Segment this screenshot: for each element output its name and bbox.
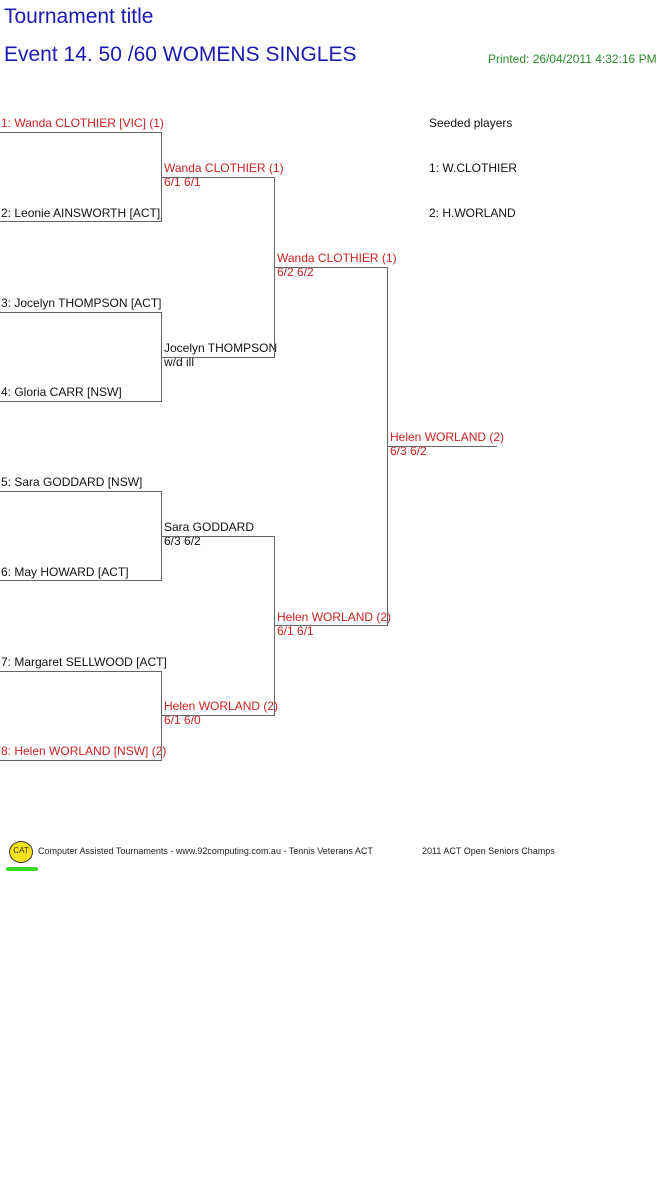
r3-line-2 bbox=[274, 625, 387, 626]
r1-line-8 bbox=[0, 760, 161, 761]
r3-score-2: 6/1 6/1 bbox=[277, 624, 314, 638]
r1-entry-4: 4: Gloria CARR [NSW] bbox=[1, 385, 122, 399]
printed-timestamp: Printed: 26/04/2011 4:32:16 PM bbox=[488, 52, 657, 66]
champion-name: Helen WORLAND (2) bbox=[390, 430, 505, 444]
final-line bbox=[387, 446, 497, 447]
r1-entry-1: 1: Wanda CLOTHIER [VIC] (1) bbox=[1, 116, 164, 130]
champion-score: 6/3 6/2 bbox=[390, 444, 427, 458]
footer-event-name: 2011 ACT Open Seniors Champs bbox=[422, 846, 555, 856]
seed-item-2: 2: H.WORLAND bbox=[429, 206, 516, 220]
r3-line-1 bbox=[274, 267, 387, 268]
r2-line-1 bbox=[161, 177, 274, 178]
r1-line-7 bbox=[0, 671, 161, 672]
r1-line-1 bbox=[0, 132, 161, 133]
r1-entry-6: 6: May HOWARD [ACT] bbox=[1, 565, 129, 579]
r3-winner-1: Wanda CLOTHIER (1) bbox=[277, 251, 397, 265]
r1-line-5 bbox=[0, 491, 161, 492]
r2-score-4: 6/1 6/0 bbox=[164, 713, 201, 727]
r2-connector-b bbox=[274, 536, 275, 716]
r1-entry-7: 7: Margaret SELLWOOD [ACT] bbox=[1, 655, 167, 669]
r3-score-1: 6/2 6/2 bbox=[277, 265, 314, 279]
footer-credit: Computer Assisted Tournaments - www.92co… bbox=[38, 846, 373, 856]
event-title: Event 14. 50 /60 WOMENS SINGLES bbox=[4, 43, 357, 66]
r1-line-3 bbox=[0, 312, 161, 313]
logo-underline bbox=[6, 867, 38, 871]
r3-winner-2: Helen WORLAND (2) bbox=[277, 610, 392, 624]
cat-logo-icon: CAT bbox=[9, 841, 33, 863]
r2-score-2: w/d ill bbox=[164, 355, 195, 369]
cat-logo-text: CAT bbox=[13, 846, 29, 855]
r2-score-3: 6/3 6/2 bbox=[164, 534, 201, 548]
r1-line-2 bbox=[0, 221, 161, 222]
r2-line-4 bbox=[161, 715, 274, 716]
seed-item-1: 1: W.CLOTHIER bbox=[429, 161, 518, 175]
r1-entry-2: 2: Leonie AINSWORTH [ACT] bbox=[1, 206, 161, 220]
r1-entry-8: 8: Helen WORLAND [NSW] (2) bbox=[1, 744, 167, 758]
r1-entry-3: 3: Jocelyn THOMPSON [ACT] bbox=[1, 296, 162, 310]
r1-entry-5: 5: Sara GODDARD [NSW] bbox=[1, 475, 143, 489]
r2-line-3 bbox=[161, 536, 274, 537]
r1-connector-d bbox=[161, 671, 162, 761]
r1-line-6 bbox=[0, 580, 161, 581]
r2-winner-2: Jocelyn THOMPSON bbox=[164, 341, 278, 355]
r1-line-4 bbox=[0, 401, 161, 402]
seeded-players-heading: Seeded players bbox=[429, 116, 513, 130]
tournament-title: Tournament title bbox=[4, 5, 154, 28]
r2-winner-4: Helen WORLAND (2) bbox=[164, 699, 279, 713]
r2-winner-3: Sara GODDARD bbox=[164, 520, 255, 534]
r2-score-1: 6/1 6/1 bbox=[164, 175, 201, 189]
r2-line-2 bbox=[161, 357, 274, 358]
r2-winner-1: Wanda CLOTHIER (1) bbox=[164, 161, 284, 175]
